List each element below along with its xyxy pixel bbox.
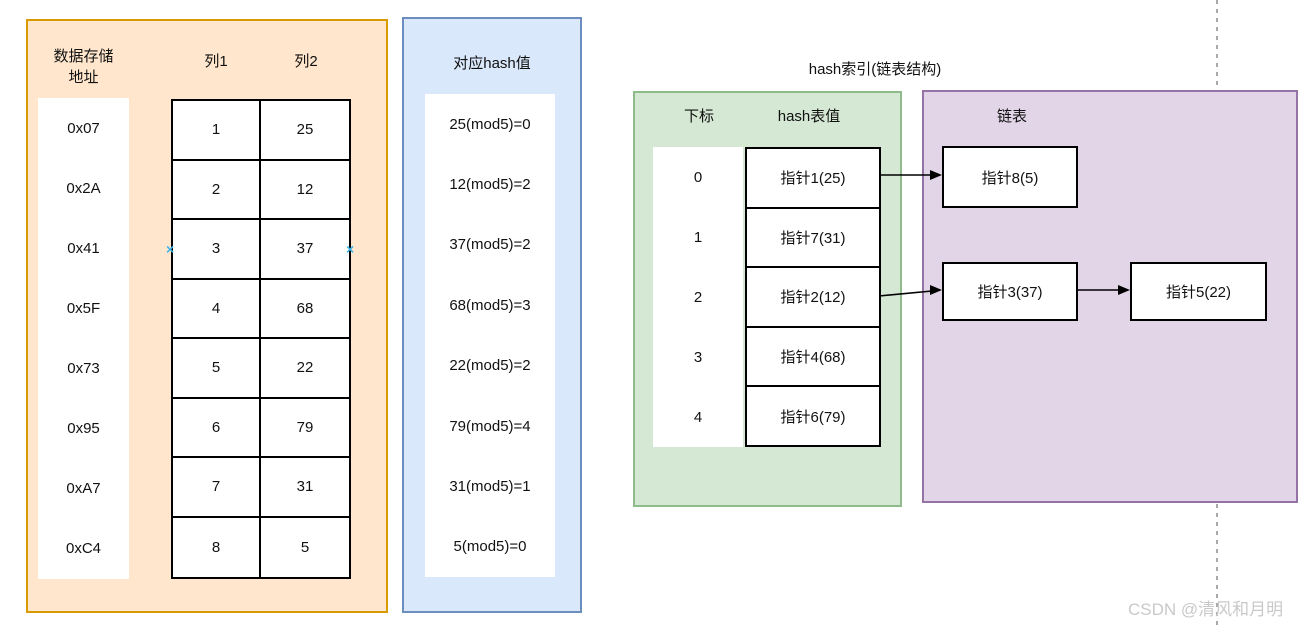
linked-list-header: 链表 [996, 107, 1027, 125]
address-cell: 0x41 [67, 239, 100, 257]
hash-value-cell: 37(mod5)=2 [449, 236, 531, 254]
list-node: 指针5(22) [1130, 262, 1267, 321]
table-cell: 5 [300, 538, 310, 556]
hash-value-cell: 79(mod5)=4 [449, 417, 531, 435]
watermark: CSDN @清风和月明 [1128, 600, 1284, 619]
hash-value-column: 25(mod5)=0 12(mod5)=2 37(mod5)=2 68(mod5… [425, 94, 555, 577]
hash-value-cell: 68(mod5)=3 [449, 296, 531, 314]
address-cell: 0x07 [67, 119, 100, 137]
hash-table-box: 指针1(25) [747, 149, 879, 209]
col2-header: 列2 [294, 52, 318, 70]
hash-value-cell: 5(mod5)=0 [453, 538, 527, 556]
address-cell: 0x2A [66, 179, 101, 197]
linked-list-panel: 链表 指针8(5) 指针3(37) 指针5(22) [922, 90, 1298, 503]
table-cell: 7 [173, 458, 261, 518]
table-cell: 68 [261, 280, 349, 339]
address-cell: 0x73 [67, 360, 100, 378]
address-column: 0x07 0x2A 0x41 0x5F 0x73 0x95 0xA7 0xC4 [38, 98, 129, 579]
table-cell: 37 [261, 220, 349, 280]
table-cell: 12 [261, 161, 349, 220]
hash-value-cell: 25(mod5)=0 [449, 115, 531, 133]
table-cell: 8 [173, 517, 261, 577]
index-cell: 4 [693, 408, 703, 426]
hash-table-box: 指针6(79) [780, 408, 846, 426]
hash-value-cell: 31(mod5)=1 [449, 477, 531, 495]
data-table: 1 25 2 12 3 37 4 68 5 22 6 79 7 31 8 5 [171, 99, 351, 579]
diagram-title: hash索引(链表结构) [808, 61, 942, 78]
list-node: 指针3(37) [942, 262, 1078, 321]
table-cell: 2 [173, 160, 261, 220]
storage-panel: 数据存储 地址 列1 列2 0x07 0x2A 0x41 0x5F 0x73 0… [26, 19, 388, 613]
address-cell: 0xA7 [66, 480, 101, 498]
hash-value-cell: 12(mod5)=2 [449, 176, 531, 194]
table-cell: 25 [261, 101, 349, 161]
hash-index-panel: 下标 hash表值 0 1 2 3 4 指针1(25) 指针7(31) 指针2(… [633, 91, 902, 507]
list-node: 指针8(5) [942, 146, 1078, 208]
table-cell: 4 [173, 279, 261, 339]
hash-table-header: hash表值 [777, 107, 841, 125]
hash-table-boxes: 指针1(25) 指针7(31) 指针2(12) 指针4(68) 指针6(79) [745, 147, 881, 447]
index-cell: 0 [693, 168, 703, 186]
index-cell: 3 [693, 348, 703, 366]
hash-table-box: 指针2(12) [747, 268, 879, 328]
table-cell: 31 [261, 458, 349, 518]
address-cell: 0xC4 [65, 540, 102, 558]
address-cell: 0x5F [66, 299, 101, 317]
storage-header-line1: 数据存储 [53, 47, 114, 65]
storage-header-line2: 地址 [68, 68, 99, 86]
index-cell: 1 [693, 228, 703, 246]
index-column: 0 1 2 3 4 [653, 147, 743, 447]
table-cell: 79 [261, 399, 349, 458]
col1-header: 列1 [204, 52, 228, 70]
table-cell: 3 [173, 220, 261, 280]
connection-point-icon: × [346, 241, 355, 257]
hash-panel-header: 对应hash值 [453, 54, 531, 72]
hash-value-panel: 对应hash值 25(mod5)=0 12(mod5)=2 37(mod5)=2… [402, 17, 582, 613]
index-cell: 2 [693, 288, 703, 306]
connection-point-icon: × [166, 241, 175, 257]
table-cell: 5 [173, 339, 261, 399]
table-cell: 22 [261, 339, 349, 399]
hash-table-box: 指针4(68) [747, 328, 879, 388]
hash-value-cell: 22(mod5)=2 [449, 357, 531, 375]
hash-table-box: 指针7(31) [747, 209, 879, 269]
address-cell: 0x95 [67, 420, 100, 438]
table-cell: 6 [173, 398, 261, 458]
table-cell: 1 [173, 101, 261, 161]
index-header: 下标 [683, 107, 714, 125]
